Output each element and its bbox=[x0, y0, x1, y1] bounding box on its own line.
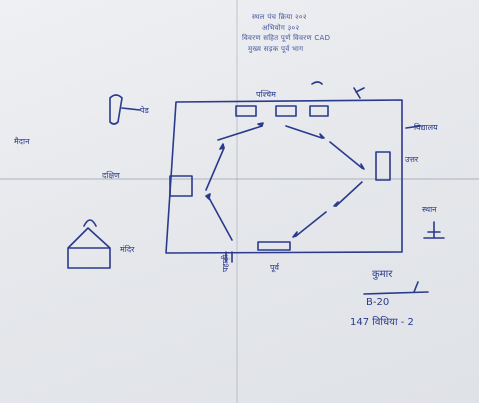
signature-code: B-20 bbox=[366, 297, 390, 308]
direction-label: दक्षिण bbox=[102, 171, 120, 180]
signature-name: कुमार bbox=[372, 269, 393, 280]
side-label: मंदिर bbox=[120, 245, 135, 254]
route-arrow bbox=[335, 181, 363, 207]
signature-ref: 147 विधिया - 2 bbox=[350, 317, 414, 328]
route-arrow bbox=[285, 125, 323, 139]
header-note: अभियोग ३०२ bbox=[262, 24, 300, 32]
structure-box bbox=[169, 175, 193, 197]
north-label: पश्चिम bbox=[256, 90, 276, 99]
route-arrow bbox=[295, 211, 327, 237]
direction-label: पूर्व bbox=[270, 263, 279, 272]
structure-box bbox=[275, 105, 297, 117]
temple-sketch bbox=[67, 219, 111, 269]
structure-box bbox=[309, 105, 329, 117]
side-label: स्थान bbox=[422, 205, 437, 214]
structure-box bbox=[375, 151, 391, 181]
route-arrow bbox=[207, 195, 233, 241]
route-arrow bbox=[329, 141, 363, 169]
route-arrow bbox=[217, 125, 263, 141]
route-arrow bbox=[205, 147, 225, 191]
paper-fold bbox=[0, 178, 479, 180]
paper-fold bbox=[236, 0, 238, 403]
header-note: विवरण सहित पूर्ण विवरण CAD bbox=[242, 34, 331, 42]
side-label: मैदान bbox=[14, 137, 30, 146]
header-note: मुख्य सड़क पूर्व भाग bbox=[248, 45, 304, 53]
structure-box bbox=[257, 241, 291, 251]
tree-sketch bbox=[109, 94, 123, 125]
direction-label: उत्तर bbox=[405, 155, 419, 164]
side-label: पहाड़ी bbox=[221, 254, 230, 272]
header-note: स्थल पंच क्रिया २०२ bbox=[252, 13, 307, 21]
side-label: पेड bbox=[140, 106, 149, 115]
structure-box bbox=[235, 105, 257, 117]
site-boundary bbox=[165, 99, 403, 254]
side-label: विद्यालय bbox=[414, 123, 438, 132]
